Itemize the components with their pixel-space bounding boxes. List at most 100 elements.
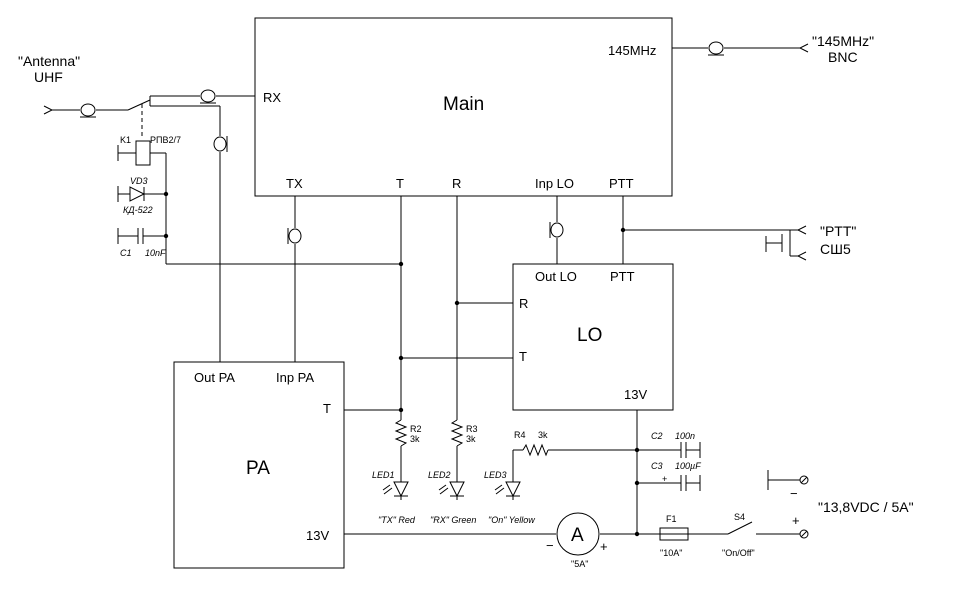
lo-block: LO Out LO PTT R T 13V bbox=[512, 263, 674, 411]
s4-caption: "On/Off" bbox=[722, 548, 755, 558]
r4-ref: R4 bbox=[514, 430, 526, 440]
power-plus-label: + bbox=[792, 513, 800, 528]
main-pin-rx: RX bbox=[263, 90, 281, 105]
ammeter: A − + "5A" bbox=[546, 512, 608, 569]
bnc-label-line1: "145MHz" bbox=[812, 33, 874, 49]
fuse-f1: F1 "10A" bbox=[659, 514, 728, 558]
main-pin-ptt: PTT bbox=[609, 176, 634, 191]
power-connector: − + "13,8VDC / 5A" bbox=[767, 470, 914, 539]
main-pin-r: R bbox=[452, 176, 461, 191]
power-minus-label: − bbox=[790, 486, 798, 501]
main-title: Main bbox=[443, 94, 484, 115]
tx-coax-link bbox=[287, 196, 302, 362]
c3-ref: C3 bbox=[651, 461, 663, 471]
r-control-line bbox=[454, 196, 513, 420]
capacitor-c1: C1 10nF bbox=[117, 228, 169, 258]
pa-pin-out-pa: Out PA bbox=[194, 370, 235, 385]
k1-type: РПВ2/7 bbox=[150, 135, 181, 145]
ammeter-minus: − bbox=[546, 538, 554, 553]
r3-value: 3k bbox=[466, 434, 476, 444]
led2-ref: LED2 bbox=[428, 470, 451, 480]
led3-icon bbox=[505, 481, 521, 498]
c2-value: 100n bbox=[675, 431, 695, 441]
power-plus-terminal-icon bbox=[799, 529, 809, 539]
pa-block: PA Out PA Inp PA T 13V bbox=[173, 361, 345, 569]
led3-caption: "On" Yellow bbox=[488, 515, 535, 525]
led2-caption: "RX" Green bbox=[430, 515, 476, 525]
diode-vd3: VD3 КД-522 bbox=[117, 176, 169, 215]
s4-ref: S4 bbox=[734, 512, 745, 522]
antenna-label-line1: "Antenna" bbox=[18, 53, 80, 69]
ptt-label-line2: СШ5 bbox=[820, 241, 851, 257]
pa-pin-t: T bbox=[323, 401, 331, 416]
lo-coax-icon bbox=[550, 222, 564, 238]
main-pin-145mhz: 145MHz bbox=[608, 43, 656, 58]
ptt-label-line1: "PTT" bbox=[820, 223, 856, 239]
r2-ref: R2 bbox=[410, 424, 422, 434]
f1-caption: "10A" bbox=[660, 548, 682, 558]
capacitor-c2: C2 100n bbox=[637, 431, 701, 458]
switch-icon bbox=[727, 521, 753, 535]
antenna-coax-icon bbox=[80, 103, 96, 117]
resistor-r4-icon bbox=[522, 443, 549, 457]
ammeter-plus: + bbox=[600, 539, 608, 554]
rx-coax-link bbox=[200, 89, 255, 104]
lo-pin-t: T bbox=[519, 349, 527, 364]
ptt-line bbox=[620, 196, 798, 264]
resistor-r2: R2 3k bbox=[394, 419, 422, 482]
vd3-type: КД-522 bbox=[123, 205, 153, 215]
led1-caption: "TX" Red bbox=[378, 515, 416, 525]
led3-ref: LED3 bbox=[484, 470, 507, 480]
lo-pin-out-lo: Out LO bbox=[535, 269, 577, 284]
pa-out-coax-icon bbox=[213, 136, 227, 152]
ammeter-icon bbox=[556, 512, 600, 556]
lo-title: LO bbox=[577, 325, 602, 346]
ptt-connector: "PTT" СШ5 bbox=[765, 223, 856, 261]
led-led2: LED2 "RX" Green bbox=[428, 470, 476, 525]
pa-pin-13v: 13V bbox=[306, 528, 329, 543]
relay-k1: K1 РПВ2/7 bbox=[117, 95, 200, 264]
bnc-label-line2: BNC bbox=[828, 49, 858, 65]
bnc-connector: "145MHz" BNC bbox=[672, 33, 874, 65]
power-rail bbox=[344, 410, 660, 537]
lo-pin-13v: 13V bbox=[624, 387, 647, 402]
vd3-ref: VD3 bbox=[130, 176, 148, 186]
main-block: Main 145MHz RX TX T R Inp LO PTT bbox=[254, 17, 673, 197]
antenna-connector: "Antenna" UHF bbox=[18, 53, 128, 118]
k1-ref: K1 bbox=[120, 135, 131, 145]
c2-ref: C2 bbox=[651, 431, 663, 441]
main-pin-tx: TX bbox=[286, 176, 303, 191]
r4-value: 3k bbox=[538, 430, 548, 440]
lo-pin-r: R bbox=[519, 296, 528, 311]
led1-ref: LED1 bbox=[372, 470, 395, 480]
r3-ref: R3 bbox=[466, 424, 478, 434]
lo-pin-ptt: PTT bbox=[610, 269, 635, 284]
led1-icon bbox=[393, 481, 409, 498]
bnc-coax-icon bbox=[708, 41, 724, 55]
tx-coax-icon bbox=[288, 228, 302, 244]
resistor-r3: R3 3k bbox=[450, 419, 478, 482]
relay-coil-icon bbox=[135, 140, 151, 166]
ammeter-caption: "5A" bbox=[571, 559, 588, 569]
resistor-r3-icon bbox=[450, 419, 464, 447]
c1-value: 10nF bbox=[145, 248, 166, 258]
power-minus-terminal-icon bbox=[799, 475, 809, 485]
led2-icon bbox=[449, 481, 465, 498]
led1-light-icon bbox=[382, 484, 393, 495]
led-led3: LED3 "On" Yellow bbox=[484, 470, 535, 525]
led-led1: LED1 "TX" Red bbox=[372, 470, 416, 525]
antenna-label-line2: UHF bbox=[34, 69, 63, 85]
power-label: "13,8VDC / 5A" bbox=[818, 499, 914, 515]
main-pin-inp-lo: Inp LO bbox=[535, 176, 574, 191]
resistor-r4: R4 3k bbox=[512, 430, 637, 482]
pa-pin-inp-pa: Inp PA bbox=[276, 370, 314, 385]
pa-title: PA bbox=[246, 458, 270, 479]
pa-out-coax-link bbox=[150, 105, 228, 362]
capacitor-c3: + C3 100µF bbox=[637, 461, 701, 491]
f1-ref: F1 bbox=[666, 514, 677, 524]
resistor-r2-icon bbox=[394, 419, 408, 447]
c3-value: 100µF bbox=[675, 461, 701, 471]
switch-s4: S4 "On/Off" bbox=[722, 512, 800, 558]
led3-light-icon bbox=[494, 484, 505, 495]
